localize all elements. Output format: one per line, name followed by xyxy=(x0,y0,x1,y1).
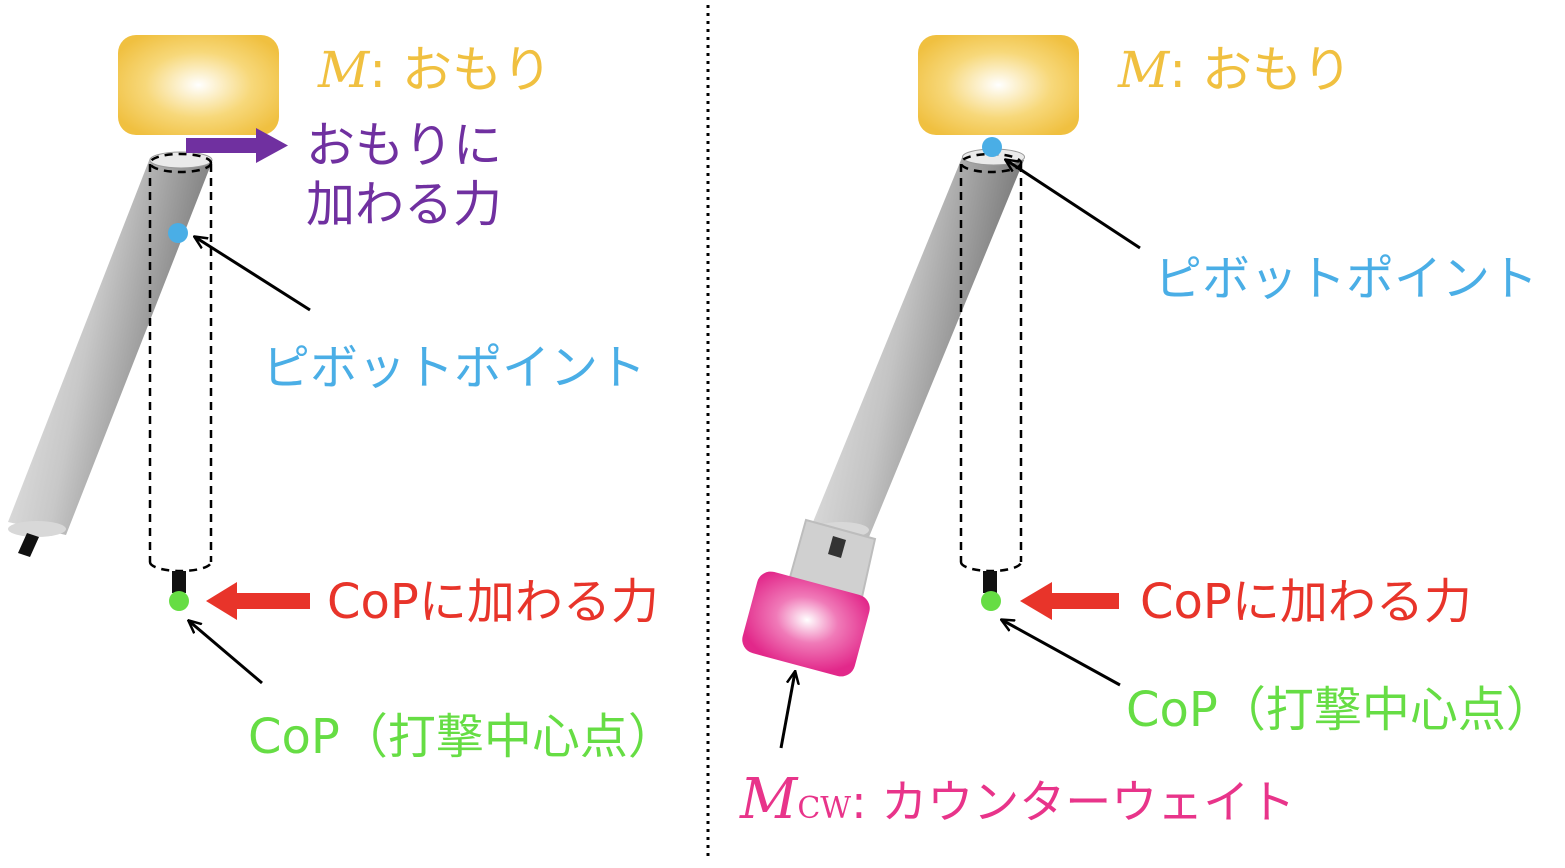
right-rod-tip xyxy=(983,571,997,593)
right-weight-block xyxy=(918,35,1079,135)
right-cop-force-arrow xyxy=(1020,582,1119,620)
right-panel xyxy=(742,35,1141,749)
left-weight-block xyxy=(118,35,279,135)
right-counterweight-label: MCW: カウンターウェイト xyxy=(740,772,1295,828)
left-rod xyxy=(8,151,213,557)
right-pivot-point xyxy=(982,137,1002,157)
left-weight-symbol: M xyxy=(318,41,370,99)
left-upright-outline xyxy=(148,152,213,573)
left-pivot-pointer xyxy=(195,237,311,312)
right-weight-symbol: M xyxy=(1118,41,1170,99)
right-counterweight-subscript: CW xyxy=(797,791,852,826)
left-weight-label: M: おもり xyxy=(318,45,552,95)
right-counterweight-pointer xyxy=(779,672,795,749)
right-counterweight-block xyxy=(742,571,870,677)
right-weight-text: : おもり xyxy=(1169,41,1352,99)
right-cop-pointer xyxy=(1002,620,1121,687)
right-counterweight-text: : カウンターウェイト xyxy=(851,775,1296,829)
left-panel xyxy=(8,35,311,685)
right-cop-label: CoP（打撃中心点） xyxy=(1126,682,1554,738)
left-force-on-weight-arrow xyxy=(186,128,288,163)
left-weight-text: : おもり xyxy=(369,41,552,99)
right-pivot-pointer xyxy=(1006,160,1141,250)
right-counterweight-symbol: M xyxy=(740,767,798,832)
right-weight-label: M: おもり xyxy=(1118,45,1352,95)
left-pivot-label: ピボットポイント xyxy=(262,340,647,396)
left-force-on-weight-line1: おもりに xyxy=(306,117,503,174)
left-cop-point xyxy=(169,591,189,611)
left-cop-force-label: CoPに加わる力 xyxy=(327,574,659,630)
left-rod-tip xyxy=(172,571,186,593)
right-cop-force-label: CoPに加わる力 xyxy=(1140,574,1472,630)
left-cop-label: CoP（打撃中心点） xyxy=(248,709,676,765)
left-force-on-weight-line2: 加わる力 xyxy=(306,176,503,233)
right-rod-end xyxy=(828,536,846,558)
right-cop-point xyxy=(981,591,1001,611)
left-pivot-point xyxy=(168,223,188,243)
left-cop-force-arrow xyxy=(206,582,310,620)
right-rod xyxy=(813,148,1025,538)
right-pivot-label: ピボットポイント xyxy=(1154,251,1539,307)
left-cop-pointer xyxy=(189,621,263,685)
